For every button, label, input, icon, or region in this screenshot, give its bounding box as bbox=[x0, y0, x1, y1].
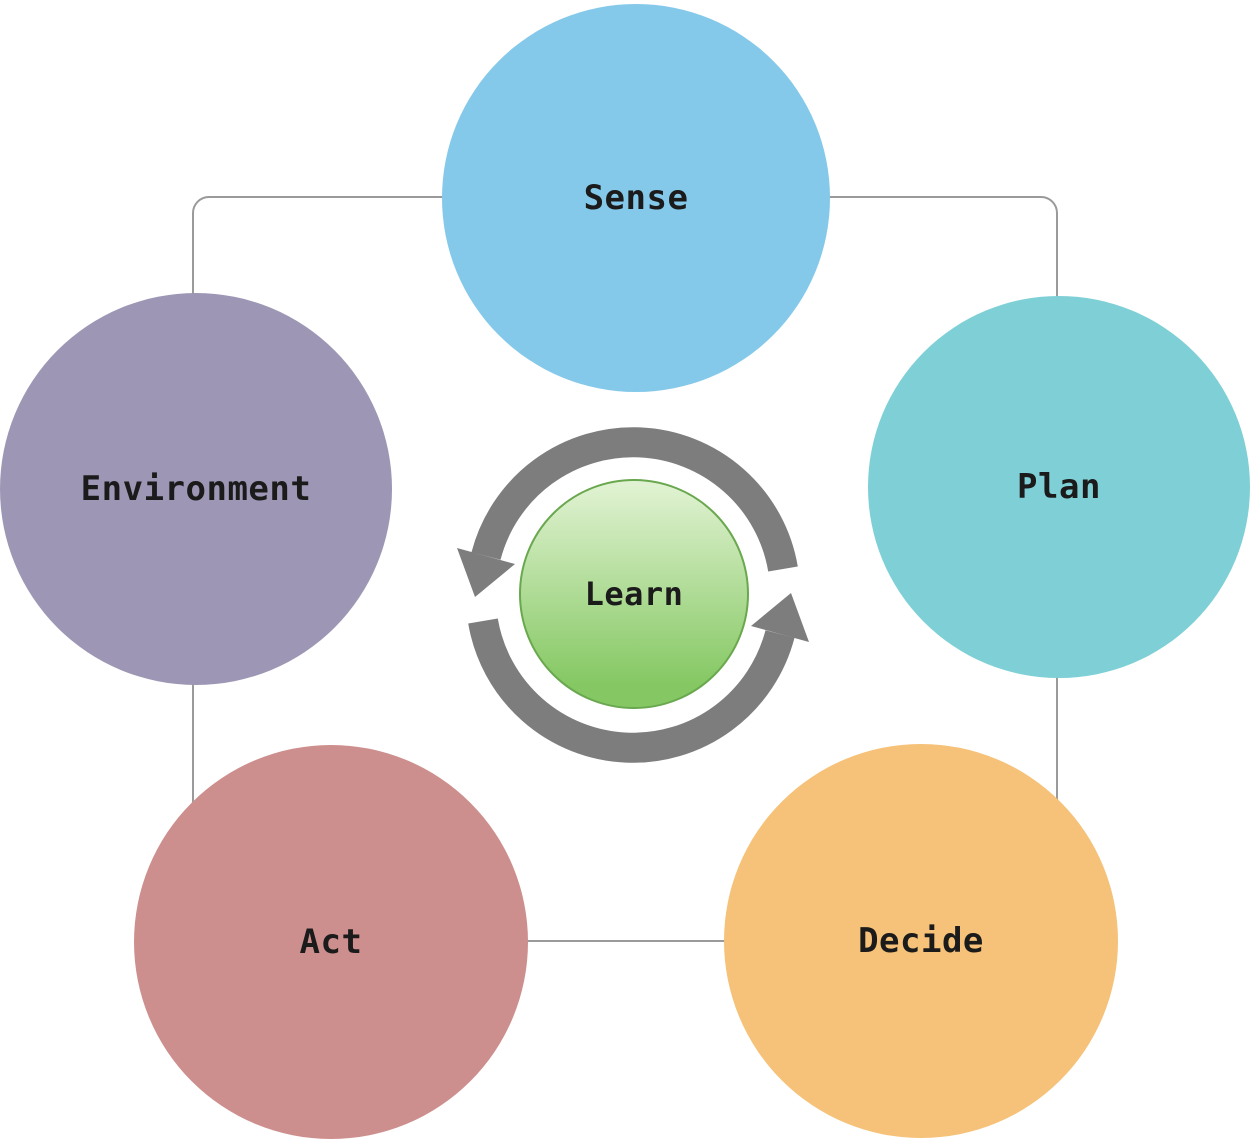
node-sense-label: Sense bbox=[583, 178, 689, 218]
node-learn: Learn bbox=[519, 479, 749, 709]
node-plan-label: Plan bbox=[1017, 467, 1101, 507]
cycle-arrowhead-right-icon bbox=[751, 593, 809, 642]
node-act: Act bbox=[134, 745, 528, 1139]
node-environment-label: Environment bbox=[80, 469, 312, 509]
node-decide: Decide bbox=[724, 744, 1118, 1138]
node-environment: Environment bbox=[0, 293, 392, 685]
node-decide-label: Decide bbox=[858, 921, 984, 961]
cycle-arrowhead-left-icon bbox=[457, 548, 515, 597]
node-sense: Sense bbox=[442, 4, 830, 392]
cycle-arc-top bbox=[471, 427, 798, 572]
node-learn-label: Learn bbox=[584, 575, 684, 613]
node-plan: Plan bbox=[868, 296, 1250, 678]
cycle-arc-bottom bbox=[468, 618, 795, 763]
node-act-label: Act bbox=[299, 922, 363, 962]
